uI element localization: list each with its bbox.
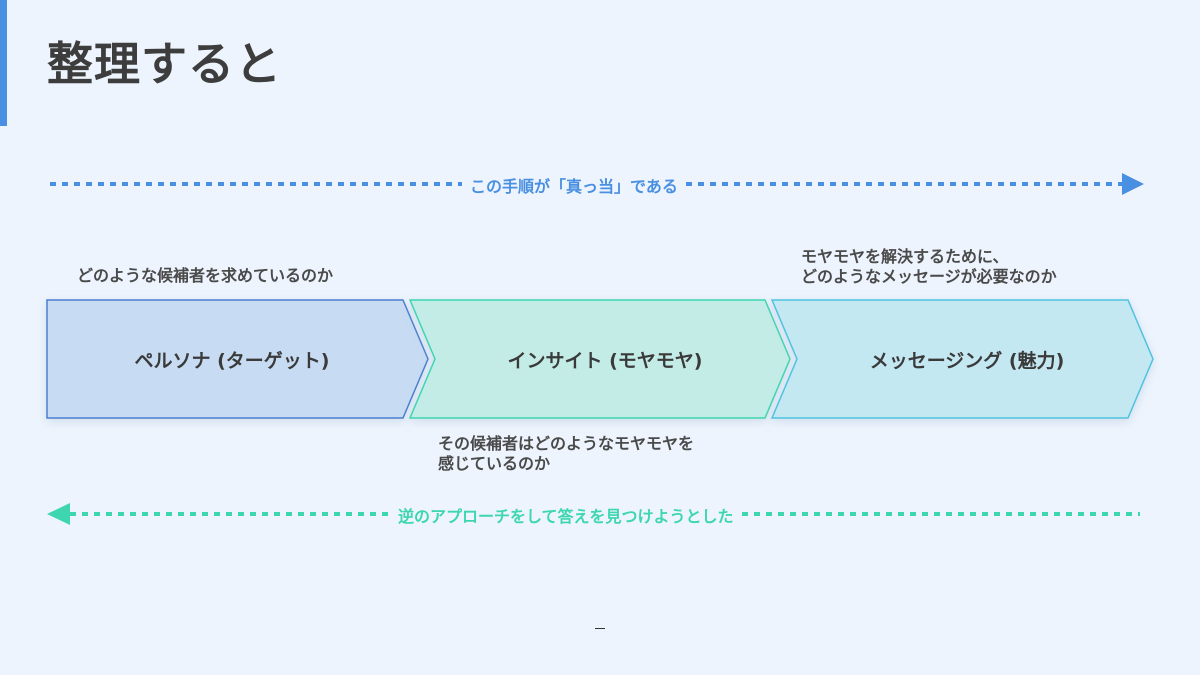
step-messaging-label: メッセージング (魅力) <box>869 350 1065 372</box>
step-messaging-shape <box>770 299 1154 419</box>
step-insight-shape <box>408 299 791 419</box>
reverse-arrow-head <box>47 503 70 525</box>
messaging-note: モヤモヤを解決するために、 どのようなメッセージが必要なのか <box>801 247 1057 287</box>
insight-note-line: 感じているのか <box>438 454 551 473</box>
step-persona-label: ペルソナ (ターゲット) <box>134 350 330 372</box>
accent-bar <box>0 0 7 126</box>
persona-note: どのような候補者を求めているのか <box>77 266 333 286</box>
messaging-note-line: どのようなメッセージが必要なのか <box>801 267 1057 286</box>
page-marker <box>595 628 605 629</box>
insight-note: その候補者はどのようなモヤモヤを 感じているのか <box>438 434 694 474</box>
reverse-flow-label: 逆のアプローチをして答えを見つけようとした <box>390 503 742 527</box>
messaging-note-line: モヤモヤを解決するために、 <box>801 247 1009 266</box>
persona-note-line: どのような候補者を求めているのか <box>77 266 334 285</box>
step-insight-label: インサイト (モヤモヤ) <box>507 350 703 372</box>
forward-arrow-head <box>1122 173 1144 195</box>
step-persona-shape <box>46 299 429 419</box>
slide-title: 整理すると <box>47 37 282 91</box>
forward-flow-label: この手順が「真っ当」である <box>462 173 686 197</box>
insight-note-line: その候補者はどのようなモヤモヤを <box>438 434 695 453</box>
